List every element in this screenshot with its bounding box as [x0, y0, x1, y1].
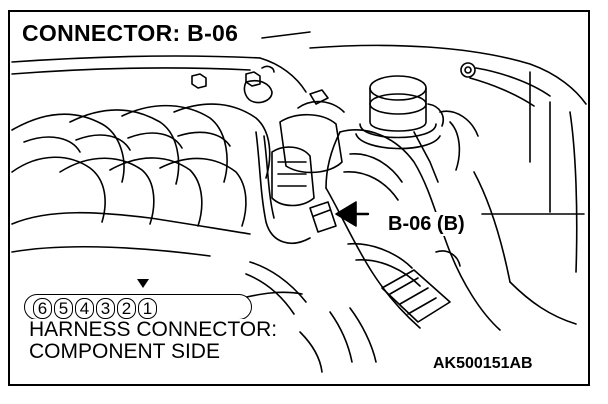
pin-row: 6 5 4 3 2 1: [32, 295, 158, 321]
mounting-bolts: [191, 71, 261, 89]
pin-2: 2: [117, 297, 136, 319]
connector-title: CONNECTOR: B-06: [22, 20, 239, 46]
connector-caption: HARNESS CONNECTOR: COMPONENT SIDE: [26, 318, 281, 363]
air-cleaner-cap: [355, 75, 444, 183]
connector-latch-marker: [137, 279, 149, 288]
title-label: CONNECTOR: B-06: [20, 20, 241, 46]
caption-line-2: COMPONENT SIDE: [29, 340, 220, 363]
connector-callout: B-06 (B): [386, 212, 467, 236]
throttle-body: [255, 89, 345, 244]
intake-manifold: [11, 103, 271, 257]
figure-code: AK500151AB: [430, 353, 536, 375]
lower-hoses: [245, 261, 377, 373]
title-leader-line: [261, 31, 311, 39]
pin-leader-line: [241, 291, 303, 299]
pin-1: 1: [138, 297, 157, 319]
right-side-components: [439, 71, 578, 325]
caption-line-1: HARNESS CONNECTOR:: [29, 318, 278, 341]
cowl-panel: [11, 44, 587, 107]
pin-5: 5: [54, 297, 73, 319]
pin-3: 3: [96, 297, 115, 319]
callout-arrow-head: [335, 201, 357, 227]
pin-4: 4: [75, 297, 94, 319]
diagram-frame: CONNECTOR: B-06 B-06 (B) 6 5 4 3 2 1 HAR…: [8, 10, 590, 386]
pin-6: 6: [33, 297, 52, 319]
